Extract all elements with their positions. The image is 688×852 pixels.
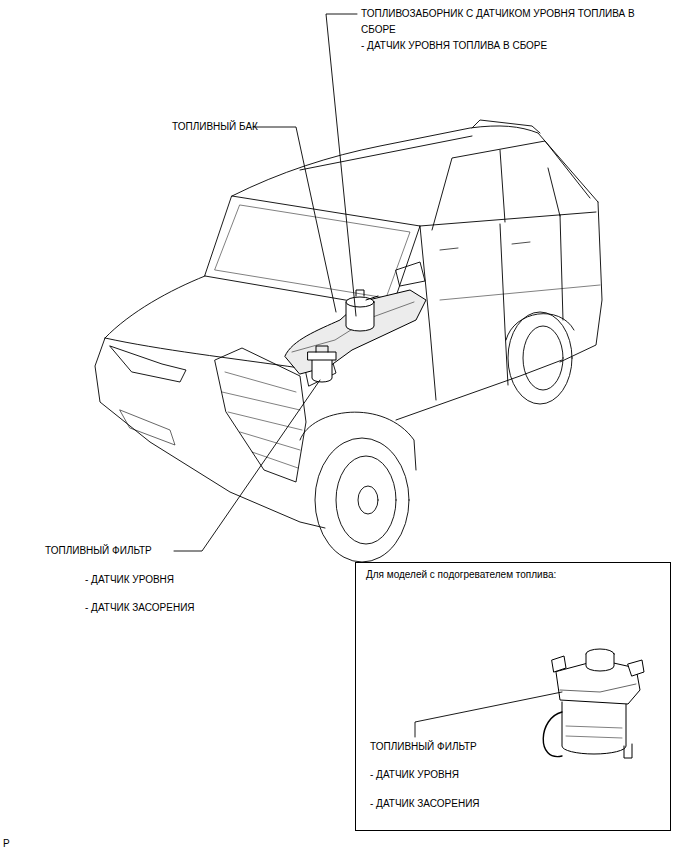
sub-part-name: - ДАТЧИК ЗАСОРЕНИЯ [370,797,480,811]
note-box: Для моделей с подогревателем топлива: ТОП… [355,562,671,831]
sub-part-name: - ДАТЧИК УРОВНЯ [85,572,174,588]
sub-part-name: - ДАТЧИК ЗАСОРЕНИЯ [85,600,195,616]
sub-part-name: - ДАТЧИК УРОВНЯ ТОПЛИВА В СБОРЕ [361,38,547,54]
part-name: ТОПЛИВНЫЙ БАК [172,119,258,135]
part-name: ТОПЛИВНЫЙ ФИЛЬТР [370,740,477,754]
figure-id: P [3,836,10,852]
part-name: ТОПЛИВНЫЙ ФИЛЬТР [45,543,152,559]
sub-part-name: - ДАТЧИК УРОВНЯ [370,768,459,782]
part-name: ТОПЛИВОЗАБОРНИК С ДАТЧИКОМ УРОВНЯ ТОПЛИВ… [361,6,643,38]
note-heading: Для моделей с подогревателем топлива: [366,568,556,582]
